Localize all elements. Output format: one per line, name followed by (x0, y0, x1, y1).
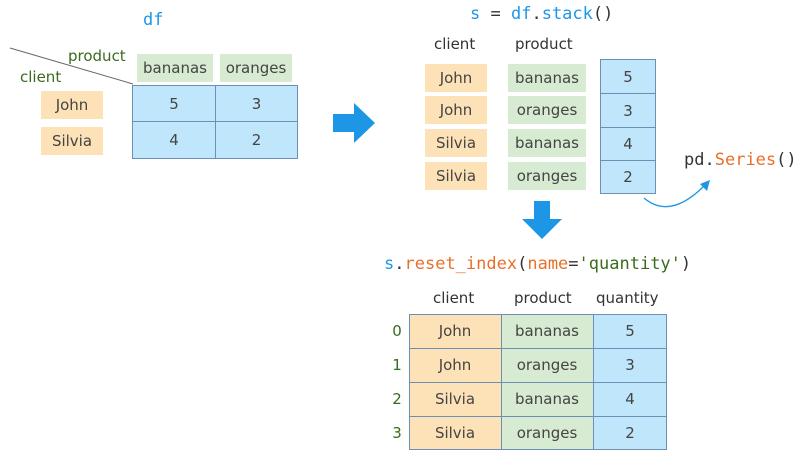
reset-quantity-cell: 4 (625, 390, 635, 408)
reset-quantity-cell: 2 (625, 424, 635, 442)
stack-client-cell: John (425, 96, 487, 124)
reset-quantity-cell: 3 (625, 356, 635, 374)
df-row-index: Silvia (41, 127, 103, 155)
df-value-cell: 5 (169, 94, 179, 113)
code-method-stack: stack (541, 4, 593, 24)
stack-product-cell: oranges (508, 96, 586, 124)
stack-series-hline (600, 160, 656, 161)
reset-grid-hline (409, 382, 667, 383)
reset-row-index: 1 (392, 356, 402, 374)
reset-quantity-cell: 5 (625, 322, 635, 340)
code-equals: = (480, 4, 511, 24)
reset-header-quantity: quantity (596, 289, 659, 307)
reset-grid-hline (409, 348, 667, 349)
corner-product-label: product (68, 47, 126, 65)
code-method-series: Series (714, 150, 777, 170)
reset-client-cell: Silvia (434, 390, 476, 408)
code-close-paren: ) (680, 254, 692, 274)
reset-product-cell: bananas (515, 390, 579, 408)
df-value-cell: 3 (251, 94, 262, 113)
df-title: df (143, 10, 164, 30)
reset-row-index: 2 (392, 390, 402, 408)
code-parens: () (592, 4, 614, 24)
reset-product-cell: oranges (516, 356, 578, 374)
code-method-reset-index: reset_index (404, 254, 518, 274)
code-param-name: name (527, 254, 569, 274)
df-row-index: John (41, 91, 103, 119)
reset-header-product: product (514, 289, 572, 307)
stack-series-hline (600, 127, 656, 128)
code-open-paren: ( (517, 254, 528, 274)
code-dot: . (531, 4, 542, 24)
stack-series-value: 5 (623, 67, 633, 86)
series-code: pd.Series() (684, 150, 797, 170)
code-obj-s: s (384, 254, 395, 274)
stack-client-cell: Silvia (425, 162, 487, 190)
reset-client-cell: John (438, 322, 472, 340)
stack-product-cell: oranges (508, 162, 586, 190)
code-parens: () (776, 150, 797, 170)
reset-header-client: client (433, 289, 475, 307)
df-column-header: bananas (137, 54, 213, 82)
curved-arrow-icon (643, 180, 710, 208)
reset-client-cell: Silvia (434, 424, 476, 442)
stack-series-box (600, 59, 656, 194)
code-dot: . (704, 150, 715, 170)
code-obj-pd: pd (684, 150, 705, 170)
df-grid-hline (132, 121, 298, 122)
stack-product-cell: bananas (508, 64, 586, 92)
code-obj-df: df (510, 4, 532, 24)
df-grid-vline (215, 85, 216, 159)
reset-row-index: 0 (392, 322, 402, 340)
stack-client-cell: John (425, 64, 487, 92)
corner-divider-line (9, 47, 134, 85)
code-var-s: s (470, 4, 481, 24)
arrow-down-icon (522, 201, 562, 239)
stack-client-cell: Silvia (425, 129, 487, 157)
code-arg-quantity: 'quantity' (578, 254, 681, 274)
reset-table: John John Silvia Silvia bananas oranges … (409, 314, 667, 450)
reset-client-cell: John (438, 356, 472, 374)
code-dot: . (394, 254, 405, 274)
code-equals: = (568, 254, 579, 274)
stack-header-product: product (515, 35, 573, 53)
stack-product-cell: bananas (508, 129, 586, 157)
df-value-cell: 2 (251, 131, 262, 149)
stack-series-value: 4 (623, 135, 633, 153)
reset-row-index: 3 (392, 424, 402, 442)
stack-header-client: client (434, 35, 476, 53)
corner-client-label: client (20, 68, 62, 86)
stack-code: s = df.stack() (470, 4, 613, 24)
reset-index-code: s.reset_index(name='quantity') (384, 254, 691, 274)
stack-series-value: 3 (623, 101, 633, 120)
reset-product-cell: bananas (515, 322, 579, 340)
arrow-right-icon (333, 103, 375, 143)
stack-series-value: 2 (623, 168, 633, 186)
df-value-cell: 4 (169, 131, 179, 149)
df-column-header: oranges (220, 54, 292, 82)
stack-series-hline (600, 93, 656, 94)
reset-grid-hline (409, 416, 667, 417)
reset-product-cell: oranges (516, 424, 578, 442)
